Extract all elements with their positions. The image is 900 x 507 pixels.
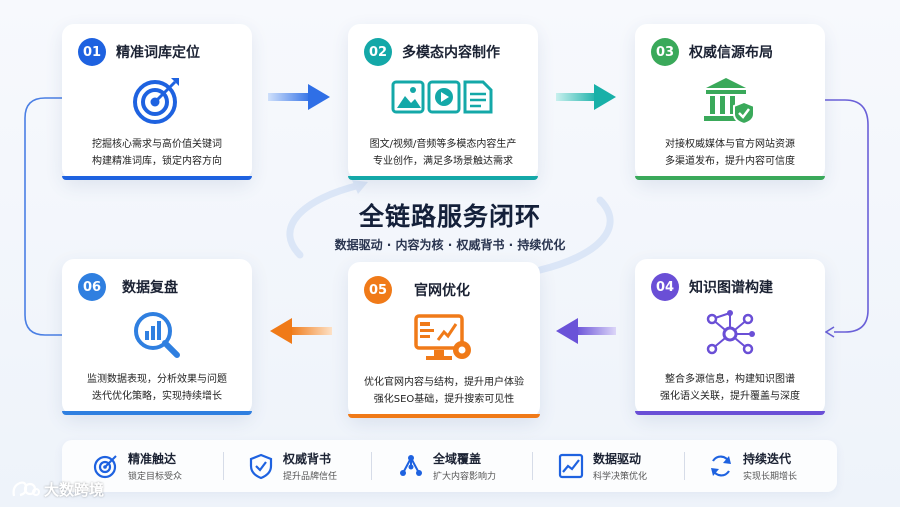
step-card-06: 06 数据复盘 监测数据表现，分析效果与问题 迭代优化策略，实现持续增长 <box>62 259 252 415</box>
brand-name: 大数跨境 <box>44 480 105 499</box>
arrow-05-to-06 <box>270 318 332 344</box>
feature-subtitle: 扩大内容影响力 <box>433 472 497 482</box>
feature-title: 权威背书 <box>283 452 332 466</box>
card-accent-bar <box>62 176 252 180</box>
feature-title: 数据驱动 <box>593 452 642 466</box>
step-number-badge: 06 <box>78 273 106 301</box>
feature-item: 持续迭代 实现长期增长 <box>707 440 797 492</box>
card-accent-bar <box>348 414 540 418</box>
step-number-badge: 04 <box>651 273 679 301</box>
step-description: 整合多源信息，构建知识图谱 强化语义关联，提升覆盖与深度 <box>645 371 815 405</box>
right-loop-arrowhead <box>824 326 835 338</box>
feature-item: 数据驱动 科学决策优化 <box>557 440 647 492</box>
feature-subtitle: 科学决策优化 <box>593 472 648 482</box>
step-title: 精准词库定位 <box>116 45 200 61</box>
desc-line: 优化官网内容与结构，提升用户体验 <box>364 377 524 388</box>
step-number-badge: 05 <box>364 276 392 304</box>
hub-ring-right <box>536 196 614 274</box>
step-title: 知识图谱构建 <box>689 280 773 296</box>
feature-title: 精准触达 <box>128 452 177 466</box>
monitor-gear-icon <box>414 312 474 368</box>
step-number-badge: 02 <box>364 38 392 66</box>
desc-line: 挖掘核心需求与高价值关键词 <box>92 139 222 150</box>
desc-line: 专业创作，满足多场景触达需求 <box>373 156 513 167</box>
hub-ring-left <box>286 181 364 259</box>
brand-logo-icon <box>12 481 40 497</box>
left-loop-line <box>24 97 62 336</box>
card-accent-bar <box>635 411 825 415</box>
divider <box>684 452 685 480</box>
network-icon <box>400 455 422 476</box>
chart-magnifier-icon <box>131 309 183 365</box>
feature-subtitle: 实现长期增长 <box>743 472 798 482</box>
divider <box>371 452 372 480</box>
card-accent-bar <box>62 411 252 415</box>
divider <box>532 452 533 480</box>
card-accent-bar <box>348 176 538 180</box>
desc-line: 多渠道发布，提升内容可信度 <box>665 156 795 167</box>
step-number-badge: 01 <box>78 38 106 66</box>
right-loop-line <box>825 99 869 333</box>
desc-line: 强化SEO基础，提升搜索可见性 <box>373 394 515 405</box>
hub-title: 全链路服务闭环 <box>358 202 541 231</box>
target-icon <box>131 74 183 130</box>
step-description: 监测数据表现，分析效果与问题 迭代优化策略，实现持续增长 <box>72 371 242 405</box>
feature-item: 精准触达 锁定目标受众 <box>92 440 182 492</box>
shield-check-icon <box>249 453 273 480</box>
feature-subtitle: 提升品牌信任 <box>283 472 338 482</box>
feature-item: 权威背书 提升品牌信任 <box>247 440 337 492</box>
step-number-badge: 03 <box>651 38 679 66</box>
desc-line: 强化语义关联，提升覆盖与深度 <box>660 391 800 402</box>
desc-line: 构建精准词库，锁定内容方向 <box>92 156 222 167</box>
hub-subtitle: 数据驱动 · 内容为核 · 权威背书 · 持续优化 <box>334 238 566 252</box>
step-title: 数据复盘 <box>122 280 178 296</box>
feature-bar: 精准触达 锁定目标受众 权威背书 提升品牌信任 全域覆盖 扩大内容影响力 <box>62 440 837 492</box>
step-title: 权威信源布局 <box>689 45 773 61</box>
step-card-01: 01 精准词库定位 挖掘核心需求与高价值关键词 构建精准词库，锁定内容方向 <box>62 24 252 180</box>
refresh-icon <box>711 455 731 477</box>
feature-item: 全域覆盖 扩大内容影响力 <box>397 440 496 492</box>
divider <box>223 452 224 480</box>
feature-subtitle: 锁定目标受众 <box>128 472 183 482</box>
step-card-04: 04 知识图谱构建 整合多源信息，构建知识图谱 强化语义关联，提升覆盖与深度 <box>635 259 825 415</box>
network-icon <box>704 309 756 363</box>
media-icon <box>391 78 495 122</box>
target-icon <box>93 455 117 479</box>
step-description: 对接权威媒体与官方网站资源 多渠道发布，提升内容可信度 <box>645 136 815 170</box>
desc-line: 对接权威媒体与官方网站资源 <box>665 139 795 150</box>
step-title: 多模态内容制作 <box>402 45 500 61</box>
desc-line: 迭代优化策略，实现持续增长 <box>92 391 222 402</box>
desc-line: 监测数据表现，分析效果与问题 <box>87 374 227 385</box>
step-card-03: 03 权威信源布局 对接权威媒体与官方网站资源 多渠道发布，提升内容可信度 <box>635 24 825 180</box>
card-accent-bar <box>635 176 825 180</box>
arrow-01-to-02 <box>268 84 330 110</box>
feature-title: 全域覆盖 <box>433 452 482 466</box>
step-title: 官网优化 <box>414 283 470 299</box>
desc-line: 整合多源信息，构建知识图谱 <box>665 374 795 385</box>
feature-title: 持续迭代 <box>743 452 792 466</box>
arrow-04-to-05 <box>556 318 616 344</box>
desc-line: 图文/视频/音频等多模态内容生产 <box>369 139 517 150</box>
step-description: 优化官网内容与结构，提升用户体验 强化SEO基础，提升搜索可见性 <box>358 374 530 408</box>
step-description: 挖掘核心需求与高价值关键词 构建精准词库，锁定内容方向 <box>72 136 242 170</box>
brand-watermark: 大数跨境 <box>10 478 104 500</box>
arrow-02-to-03 <box>556 84 616 110</box>
step-card-02: 02 多模态内容制作 图文/视频/音频等多模态内容生产 专业创作，满足多场景触达… <box>348 24 538 180</box>
institution-icon <box>702 74 758 130</box>
line-chart-icon <box>558 453 584 479</box>
step-card-05: 05 官网优化 优化官网内容与结构，提升用户体验 强化SEO基础，提升搜索可见性 <box>348 262 540 418</box>
step-description: 图文/视频/音频等多模态内容生产 专业创作，满足多场景触达需求 <box>358 136 528 170</box>
